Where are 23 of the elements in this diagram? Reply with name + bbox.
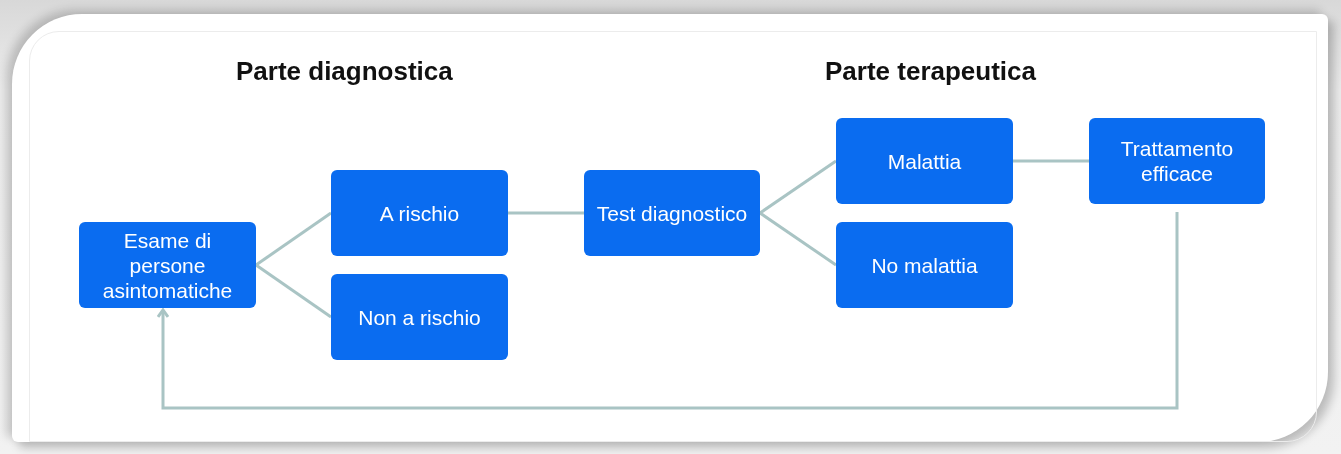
arrow	[156, 212, 1179, 410]
node-text: A rischio	[379, 200, 460, 226]
node-text: Non a rischio	[358, 304, 481, 330]
connector-line	[759, 159, 837, 215]
connector-line	[508, 211, 584, 215]
section-heading: Parte terapeutica	[825, 56, 1036, 87]
node-text: Trattamento efficace	[1119, 136, 1235, 186]
process-box	[836, 222, 1013, 308]
process-box	[331, 274, 508, 360]
connector-line	[759, 211, 837, 267]
process-box	[836, 118, 1013, 204]
connector-line	[1013, 159, 1089, 163]
process-box	[79, 222, 256, 308]
node-text: Malattia	[887, 148, 962, 174]
connector-line	[255, 263, 332, 319]
section-heading: Parte diagnostica	[236, 56, 453, 87]
process-box	[331, 170, 508, 256]
node-text: Test diagnostico	[596, 200, 748, 226]
process-box	[584, 170, 760, 256]
node-text: No malattia	[871, 252, 978, 278]
node-text: Esame di persone asintomatiche	[101, 227, 234, 303]
connector-line	[255, 211, 332, 267]
process-box	[1089, 118, 1265, 204]
